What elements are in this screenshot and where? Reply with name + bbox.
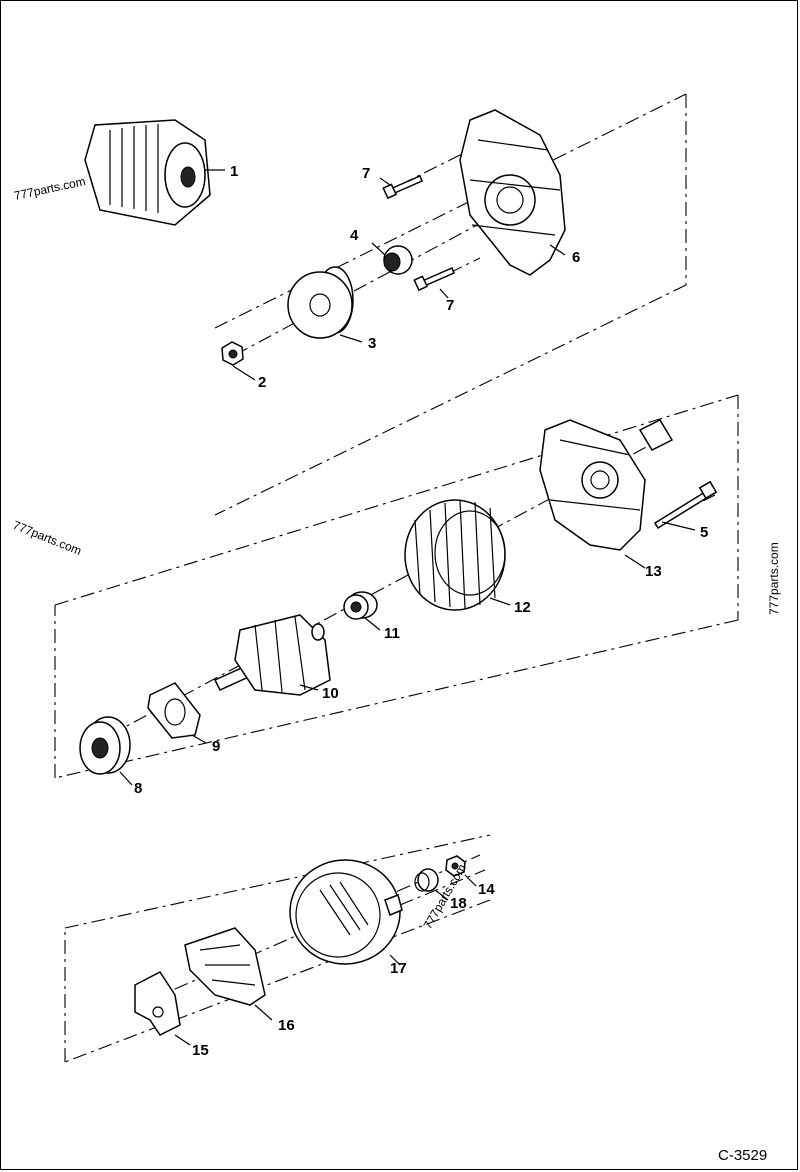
callout-17: 17	[390, 960, 407, 977]
rear-housing-part	[539, 419, 646, 551]
pulley-nut-part	[221, 341, 244, 366]
callout-12: 12	[514, 599, 531, 616]
rectifier-part	[184, 927, 266, 1006]
callout-7-lower: 7	[446, 297, 454, 314]
drawing-code: C-3529	[718, 1147, 767, 1164]
callout-2: 2	[258, 374, 266, 391]
callout-7-upper: 7	[362, 165, 370, 182]
alternator-assembly-part	[84, 119, 211, 226]
through-bolt-upper-part	[382, 175, 423, 200]
callout-13: 13	[645, 563, 662, 580]
callout-5: 5	[700, 524, 708, 541]
rotor-part	[213, 614, 331, 696]
callout-15: 15	[192, 1042, 209, 1059]
cap-nut-part	[445, 855, 466, 877]
leader-lines	[119, 169, 696, 1046]
callouts: 1 2 3 4 5 6 7 7 8 9 10 11 12 13 14 15 16…	[134, 163, 708, 1059]
brush-holder-part	[134, 971, 181, 1036]
through-bolt-lower-part	[413, 267, 455, 292]
stator-part	[404, 499, 506, 611]
callout-4: 4	[350, 227, 359, 244]
bearing-retainer-part	[147, 682, 201, 739]
rear-bearing-part	[343, 591, 378, 620]
callout-11: 11	[384, 625, 400, 642]
spacer-part	[383, 245, 413, 275]
callout-16: 16	[278, 1017, 295, 1034]
group-frame-middle	[54, 394, 739, 779]
group-frame-bottom	[64, 834, 491, 1063]
callout-6: 6	[572, 249, 580, 266]
callout-9: 9	[212, 738, 220, 755]
callout-18: 18	[450, 895, 467, 912]
housing-sleeve-part	[638, 419, 674, 451]
watermark-top-left: 777parts.com	[13, 174, 87, 203]
through-bolt-long-part	[653, 480, 718, 530]
callout-8: 8	[134, 780, 142, 797]
callout-14: 14	[478, 881, 495, 898]
front-bearing-part	[79, 716, 131, 775]
pulley-part	[287, 266, 354, 339]
callout-1: 1	[230, 163, 238, 180]
front-housing-part	[459, 109, 566, 276]
callout-10: 10	[322, 685, 339, 702]
bushing-part	[414, 868, 439, 892]
rear-cover-part	[289, 859, 403, 965]
watermark-right-vertical: 777parts.com	[767, 542, 781, 615]
watermark-mid-left: 777parts.com	[11, 518, 84, 558]
callout-3: 3	[368, 335, 376, 352]
